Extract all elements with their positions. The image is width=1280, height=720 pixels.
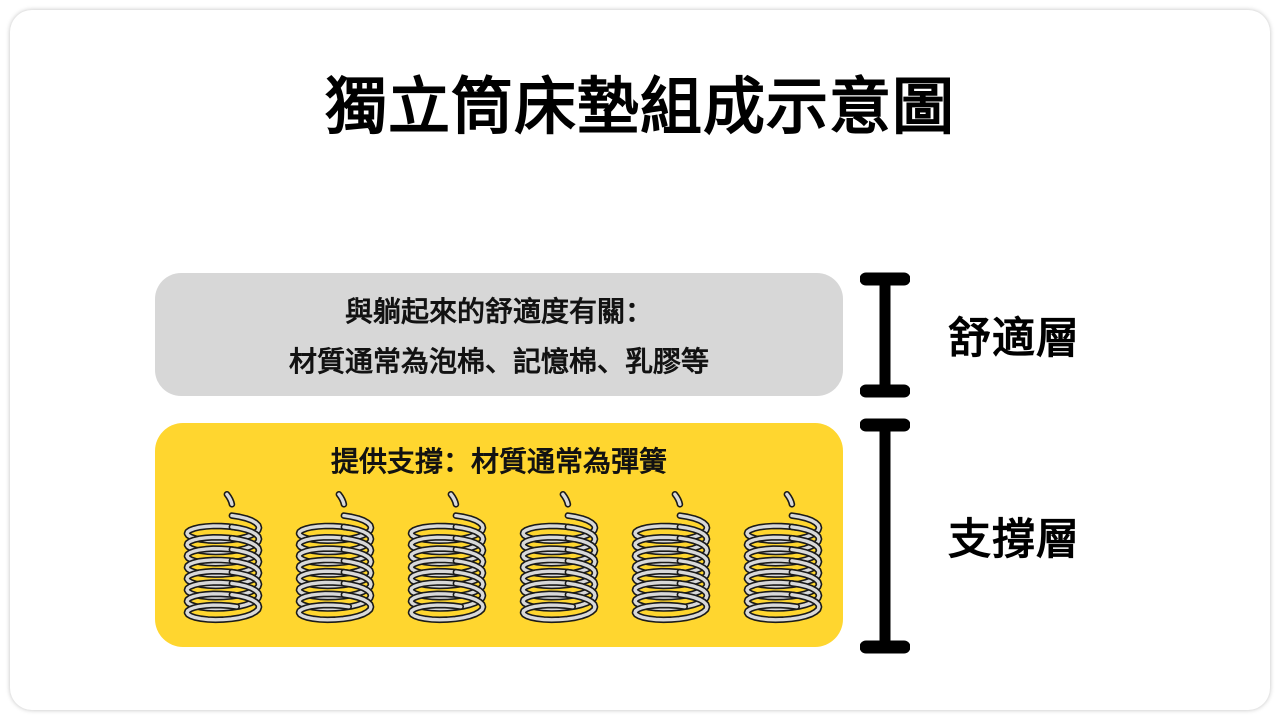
support-heading: 提供支撐：材質通常為彈簧 [330, 446, 667, 477]
comfort-description-line2: 材質通常為泡棉、記憶棉、乳膠等 [288, 345, 709, 377]
comfort-description-line1: 與躺起來的舒適度有關： [344, 295, 653, 327]
page-title: 獨立筒床墊組成示意圖 [324, 73, 955, 142]
comfort-layer-label: 舒適層 [948, 315, 1080, 363]
slide-card: 獨立筒床墊組成示意圖 與躺起來的舒適度有關： 材質通常為泡棉、記憶棉、乳膠等 提… [10, 10, 1270, 710]
spring-coil-icon [407, 491, 487, 624]
springs-row [181, 491, 825, 631]
support-layer-label: 支撐層 [948, 516, 1080, 564]
comfort-bracket-icon [860, 272, 910, 398]
spring-coil-icon [631, 491, 711, 624]
support-bracket-icon [860, 418, 910, 654]
spring-coil-icon [743, 491, 823, 624]
spring-coil-icon [183, 491, 263, 624]
comfort-layer-box: 與躺起來的舒適度有關： 材質通常為泡棉、記憶棉、乳膠等 [155, 273, 843, 396]
spring-coil-icon [519, 491, 599, 624]
spring-coil-icon [295, 491, 375, 624]
support-layer-box: 提供支撐：材質通常為彈簧 [155, 423, 843, 647]
